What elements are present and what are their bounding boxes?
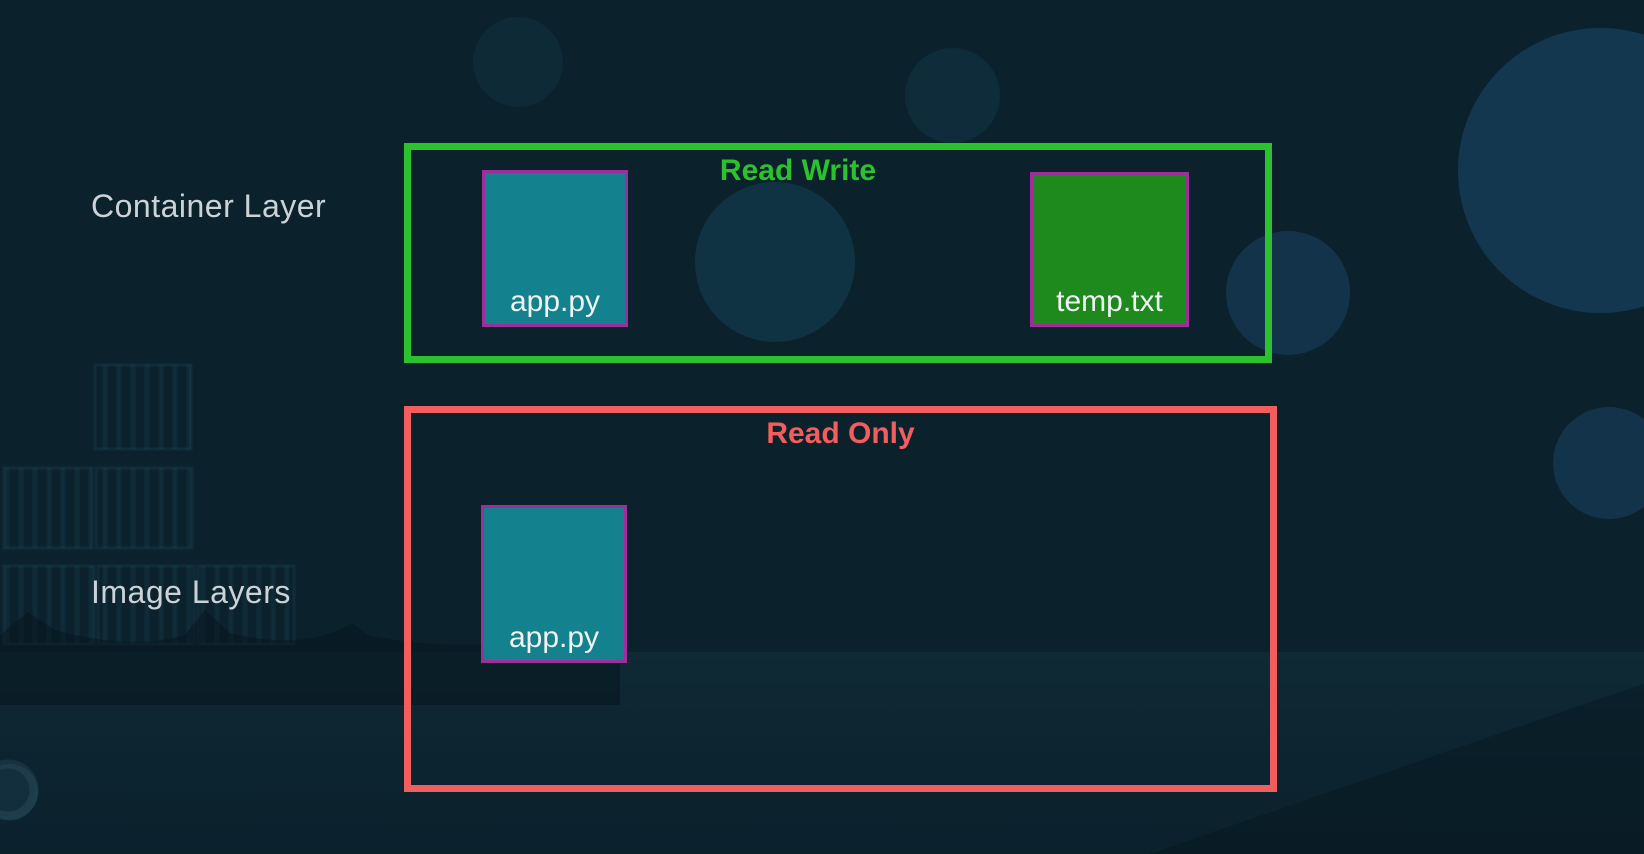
file-square-temp-txt: temp.txt bbox=[1030, 172, 1189, 327]
file-label-temp-txt: temp.txt bbox=[1056, 285, 1163, 318]
decor-circle bbox=[1553, 407, 1644, 519]
file-label-app-py: app.py bbox=[509, 285, 601, 318]
decor-circle bbox=[695, 182, 855, 342]
decor-circle bbox=[1458, 28, 1644, 313]
file-square-app-py: app.py bbox=[481, 505, 627, 663]
row-label-container-layer: Container Layer bbox=[91, 188, 327, 224]
image-layers-box: Read Only app.py bbox=[404, 406, 1277, 792]
decor-circle bbox=[473, 17, 563, 107]
container-layer-box-title: Read Write bbox=[719, 154, 877, 187]
decor-circle bbox=[905, 48, 1000, 143]
container-layer-box: Read Write app.py temp.txt bbox=[404, 143, 1272, 363]
file-label-app-py: app.py bbox=[508, 621, 600, 654]
row-label-image-layers: Image Layers bbox=[91, 574, 291, 610]
decor-circle bbox=[1226, 231, 1350, 355]
file-square-app-py: app.py bbox=[482, 170, 628, 327]
image-layers-box-title: Read Only bbox=[766, 417, 915, 450]
